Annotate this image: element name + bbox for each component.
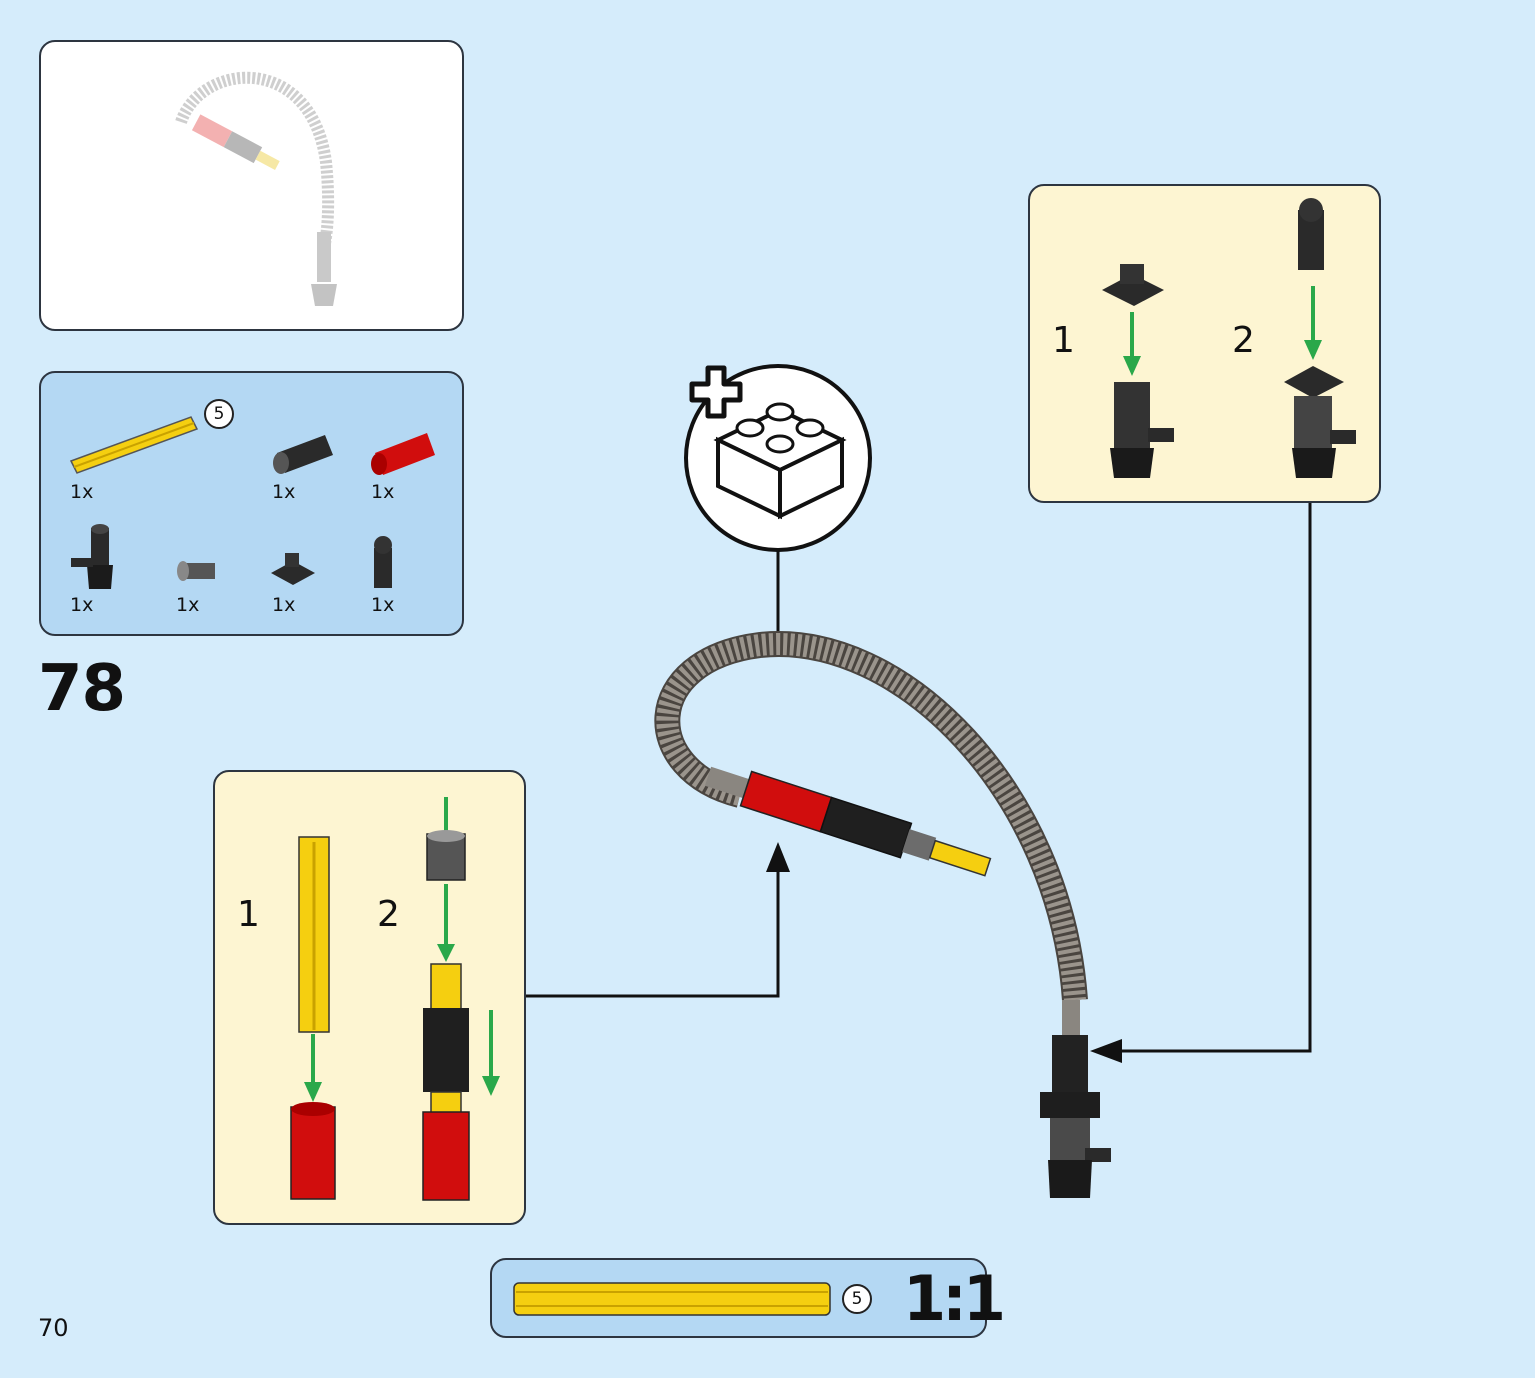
arrow-icon bbox=[1123, 356, 1141, 376]
part-qty: 1x bbox=[176, 594, 200, 616]
part-qty: 1x bbox=[272, 594, 296, 616]
arrow-icon bbox=[482, 1076, 500, 1096]
substep-number: 1 bbox=[237, 894, 260, 935]
sub-assembly-right: 1 2 bbox=[1028, 184, 1381, 503]
nozzle-assembly bbox=[1040, 1000, 1111, 1198]
axle-length-badge: 5 bbox=[204, 399, 234, 429]
scale-bar-panel: 5 1:1 bbox=[490, 1258, 1006, 1338]
add-bricks-icon bbox=[684, 364, 872, 552]
arrow-icon bbox=[1304, 340, 1322, 360]
step-number: 78 bbox=[38, 652, 126, 726]
part-qty: 1x bbox=[272, 481, 296, 503]
overview-model-image bbox=[175, 71, 337, 306]
page-number: 70 bbox=[38, 1314, 69, 1342]
sub-assembly-left: 1 2 bbox=[213, 770, 526, 1225]
substep-number: 1 bbox=[1052, 320, 1075, 361]
arrow-icon bbox=[437, 944, 455, 962]
arrow-icon bbox=[766, 842, 790, 872]
callout-line-right bbox=[1120, 503, 1312, 1053]
scale-length-badge: 5 bbox=[842, 1284, 872, 1314]
scale-axle-image bbox=[513, 1282, 831, 1316]
parts-illustrations bbox=[69, 416, 435, 589]
overview-panel bbox=[39, 40, 464, 331]
callout-line-left bbox=[526, 870, 780, 998]
part-qty: 1x bbox=[70, 481, 94, 503]
parts-list-panel: 5 1x 1x 1x 1x 1x 1x 1x bbox=[39, 371, 464, 636]
hose-nozzle-black-part bbox=[71, 524, 113, 589]
part-qty: 1x bbox=[371, 594, 395, 616]
substep-number: 2 bbox=[1232, 320, 1255, 361]
part-qty: 1x bbox=[70, 594, 94, 616]
part-qty: 1x bbox=[371, 481, 395, 503]
axle-yellow-part bbox=[69, 416, 199, 474]
connector-assembly bbox=[704, 766, 992, 877]
bush-gray-part bbox=[177, 561, 215, 581]
axle-connector-red-part bbox=[371, 433, 435, 475]
sub-right-illustration bbox=[1102, 198, 1356, 478]
sub-left-illustration bbox=[290, 797, 500, 1201]
axle-connector-black-part bbox=[273, 435, 333, 474]
substep-number: 2 bbox=[377, 894, 400, 935]
plate-clip-black-part bbox=[271, 553, 315, 585]
arrow-icon bbox=[304, 1082, 322, 1102]
scale-ratio: 1:1 bbox=[903, 1262, 1006, 1335]
bracket-black-part bbox=[374, 536, 392, 588]
arrow-icon bbox=[1090, 1039, 1122, 1063]
